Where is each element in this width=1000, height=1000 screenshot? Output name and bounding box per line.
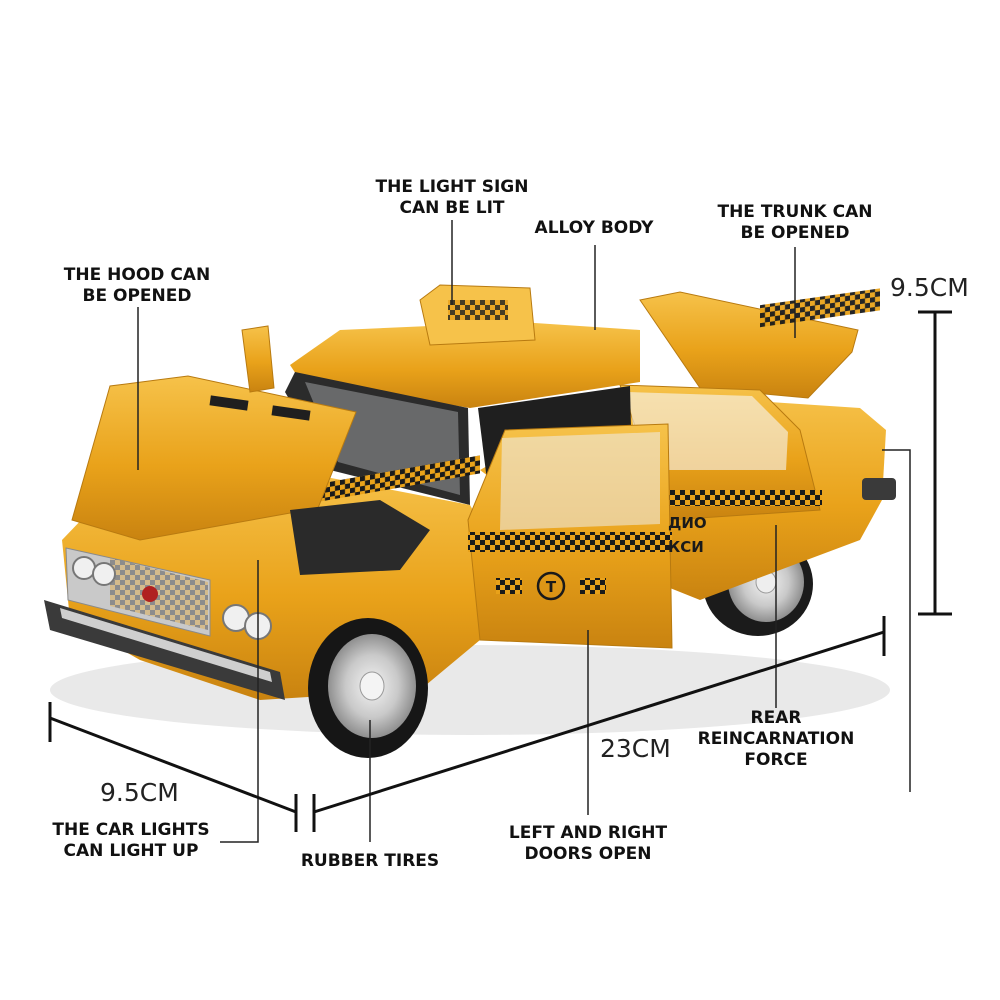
door-text-line-2: КСИ (668, 538, 704, 556)
car-lights-line-2: CAN LIGHT UP (63, 841, 199, 861)
car-roof (290, 322, 640, 408)
rear-force-line-3: FORCE (744, 750, 808, 770)
trunk-line-2: BE OPENED (740, 223, 850, 243)
taxi-emblem (536, 571, 566, 601)
callout-lines (137, 220, 911, 843)
rubber-tires-line-1: RUBBER TIRES (300, 851, 440, 871)
alloy-body-line-1: ALLOY BODY (534, 218, 654, 238)
doors-line-1: LEFT AND RIGHT (508, 823, 668, 843)
taxi-roof-sign (419, 284, 536, 346)
front-wheel (308, 618, 428, 758)
rubber-tires-callout: RUBBER TIRES (301, 851, 439, 872)
dimension-lines (48, 310, 952, 832)
door-text-line-1: ДИО (668, 514, 707, 532)
rear-force-line-1: REAR (750, 708, 802, 728)
trunk-callout: THE TRUNK CAN BE OPENED (717, 202, 872, 244)
light-sign-callout: THE LIGHT SIGN CAN BE LIT (376, 177, 529, 219)
open-side-door (241, 325, 275, 393)
front-grille (65, 547, 272, 640)
car-lights-callout: THE CAR LIGHTS CAN LIGHT UP (52, 820, 209, 862)
light-sign-line-2: CAN BE LIT (399, 198, 505, 218)
doors-callout: LEFT AND RIGHT DOORS OPEN (509, 823, 667, 865)
car-lights-line-1: THE CAR LIGHTS (52, 820, 210, 840)
height-dimension-label: 9.5CM (890, 273, 969, 302)
taxi-emblem-letter: T (546, 578, 557, 596)
light-sign-line-1: THE LIGHT SIGN (375, 177, 529, 197)
rear-bumper (862, 478, 896, 500)
hood-line-1: THE HOOD CAN (63, 265, 211, 285)
hood-line-2: BE OPENED (82, 286, 192, 306)
hood-callout: THE HOOD CAN BE OPENED (64, 265, 210, 307)
trunk-line-1: THE TRUNK CAN (717, 202, 873, 222)
width-dimension-label: 9.5CM (100, 778, 179, 807)
doors-line-2: DOORS OPEN (524, 844, 652, 864)
rear-force-line-2: REINCARNATION (697, 729, 855, 749)
rear-force-callout: REAR REINCARNATION FORCE (698, 708, 855, 771)
length-dimension-label: 23CM (600, 734, 671, 763)
alloy-body-callout: ALLOY BODY (535, 218, 654, 239)
